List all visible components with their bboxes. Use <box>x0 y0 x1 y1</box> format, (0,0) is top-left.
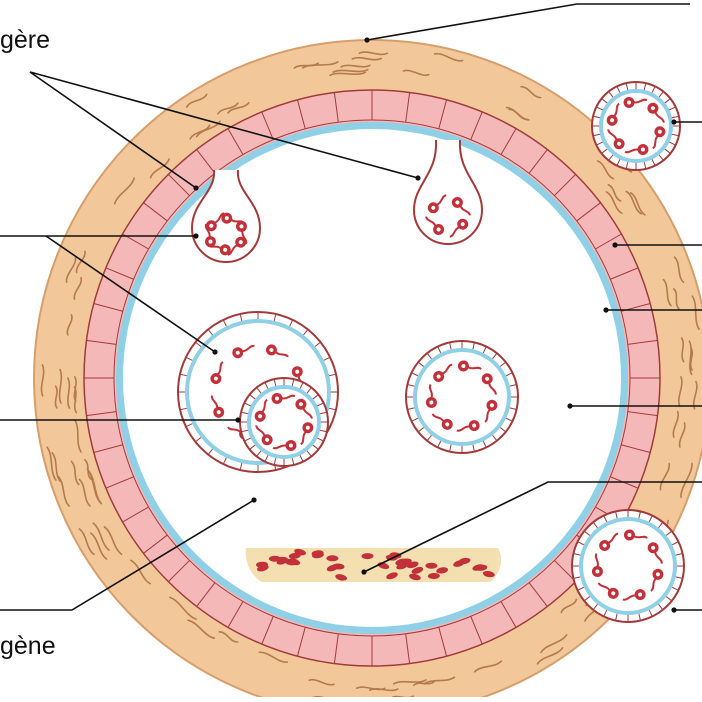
leader-dot <box>251 497 256 502</box>
brood-capsule <box>240 378 328 466</box>
leader-dot <box>361 569 366 574</box>
leader-dot <box>671 607 676 612</box>
leader-dot <box>235 417 240 422</box>
leader-dot <box>671 119 676 124</box>
leader-dot <box>193 185 198 190</box>
leader-dot <box>364 37 369 42</box>
sand-streak <box>246 548 502 582</box>
leader-dot <box>612 242 617 247</box>
leader-dot <box>603 307 608 312</box>
leader-dot <box>567 403 572 408</box>
label-bottom-left: gène <box>0 632 56 661</box>
hydatid-sand <box>246 548 502 582</box>
leader-dot <box>415 175 420 180</box>
label-top-left: gère <box>0 26 50 55</box>
leader-line <box>367 4 690 40</box>
leader-dot <box>193 233 198 238</box>
brood-capsule <box>406 341 518 453</box>
leader-dot <box>212 349 217 354</box>
brood-capsule <box>572 510 684 622</box>
brood-capsule <box>592 82 680 170</box>
